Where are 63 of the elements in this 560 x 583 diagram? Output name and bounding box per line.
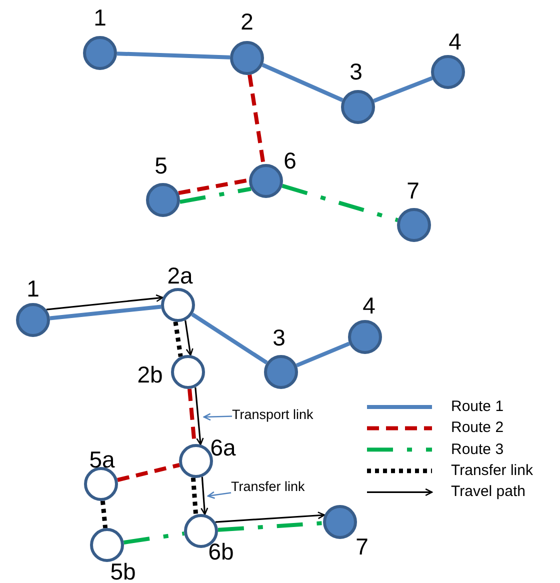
stop-label: 6 [284,148,296,174]
stop-label: 3 [350,58,362,86]
route-line [191,312,268,364]
stop-circle [146,183,180,217]
route-line [180,186,252,204]
stop-circle [323,505,357,539]
stop-label: 2 [240,8,254,36]
stop-label: 5b [110,558,136,583]
stop-label: 2a [167,262,193,290]
stop-circle [84,467,118,501]
route-line [116,52,230,60]
travel-arrow [215,512,326,523]
stop-circle [90,528,124,562]
stop-circle [83,36,117,70]
route-line [190,478,198,515]
stop-label: 6a [210,434,236,462]
stop-circle [249,164,283,198]
stop-circle [179,444,213,478]
stop-circle [230,41,264,75]
stop-circle [397,208,431,242]
stop-label: 3 [272,324,286,352]
stop-circle [431,55,465,89]
legend-label: Route 2 [451,419,504,438]
stop-label: 5a [89,446,115,474]
stop-circle [341,90,375,124]
travel-arrow [46,294,164,310]
stop-circle [161,288,195,322]
route-line [100,500,108,528]
stop-label: 1 [26,276,40,302]
stop-label: 4 [362,292,376,320]
stop-label: 7 [356,534,368,560]
route-line [248,74,266,164]
legend-label: Route 1 [451,398,504,416]
stop-label: 7 [406,178,420,204]
leader-line [203,413,232,421]
legend-label: Transfer link [451,462,533,480]
legend-label: Route 3 [451,440,504,459]
route-line [117,463,180,482]
stop-label: 6b [208,538,234,566]
stop-label: 1 [94,4,106,32]
stop-label: 4 [448,28,462,56]
stop-circle [171,355,205,389]
travel-arrow [184,320,194,356]
route-line [50,304,162,320]
stop-circle [348,320,382,354]
travel-arrow [194,387,204,446]
route-line [373,76,433,103]
stop-circle [264,355,298,389]
stop-label: 5 [154,152,168,180]
leader-line [207,491,232,499]
stop-circle [16,303,50,337]
stop-label: 2b [137,362,163,388]
route-line [262,63,344,102]
route-line [296,342,350,368]
annotation-label: Transport link [232,406,314,424]
travel-arrow [200,476,208,516]
route-line [218,521,324,532]
route-line [173,321,183,357]
legend-label: Travel path [451,483,526,502]
annotation-label: Transfer link [231,478,305,496]
route-line [282,184,398,222]
route-line [178,178,250,196]
route-line [124,532,184,544]
